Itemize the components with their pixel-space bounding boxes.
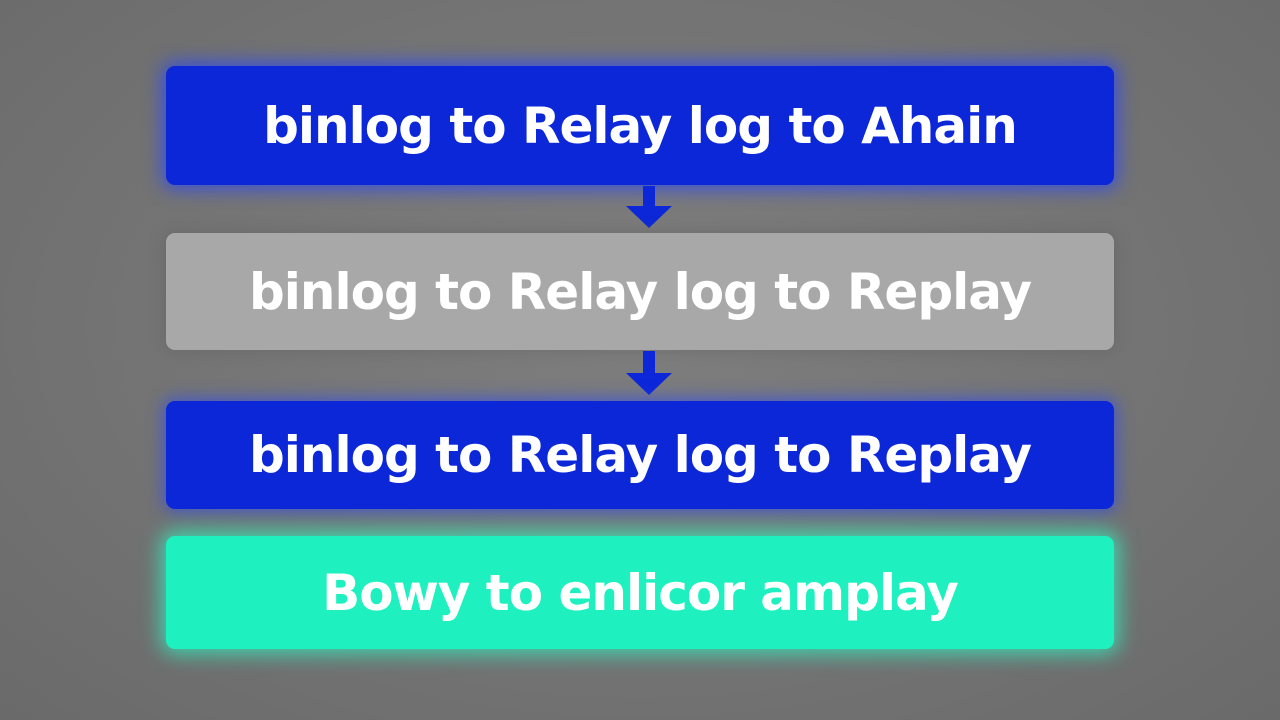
down-arrow-icon: [626, 186, 672, 228]
flow-step-4-label: Bowy to enlicor amplay: [322, 563, 959, 622]
flow-step-2-label: binlog to Relay log to Replay: [248, 262, 1032, 321]
flow-step-2: binlog to Relay log to Replay: [166, 233, 1114, 350]
flow-step-3: binlog to Relay log to Replay: [166, 401, 1114, 509]
down-arrow-icon: [626, 351, 672, 395]
flow-step-1: binlog to Relay log to Ahain: [166, 66, 1114, 185]
flow-step-3-label: binlog to Relay log to Replay: [248, 426, 1032, 484]
flow-step-1-label: binlog to Relay log to Ahain: [263, 96, 1018, 155]
flow-step-4: Bowy to enlicor amplay: [166, 536, 1114, 649]
